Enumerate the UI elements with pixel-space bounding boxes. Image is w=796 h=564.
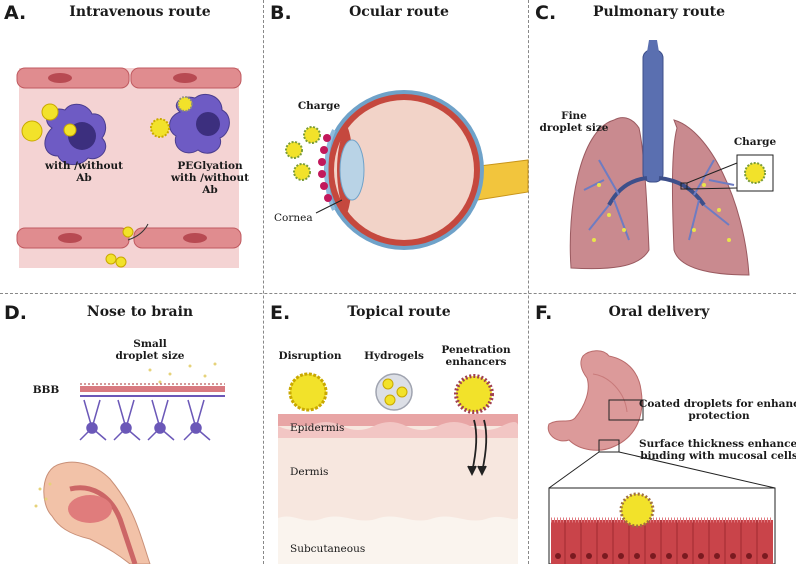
neuron-icon xyxy=(79,399,211,441)
label-small-droplet: Small droplet size xyxy=(115,338,185,362)
endothelial-cell-icon xyxy=(16,67,242,249)
panel-pulmonary: C. Pulmonary route Fine droplet size Cha… xyxy=(529,0,796,293)
label-dermis: Dermis xyxy=(290,466,329,478)
panel-intravenous: A. Intravenous route xyxy=(0,0,263,293)
panel-nose-to-brain: D. Nose to brain Small droplet size BBB xyxy=(0,294,263,564)
label-subcutaneous: Subcutaneous xyxy=(290,543,366,555)
label-cornea: Cornea xyxy=(274,212,313,224)
panel-topical: E. Topical route Disruption Hydrogels Pe… xyxy=(264,294,528,564)
droplet-icon xyxy=(619,492,655,528)
skin-layers-icon xyxy=(278,372,518,564)
panel-letter: A. xyxy=(4,2,27,24)
panel-title: Pulmonary route xyxy=(592,4,726,20)
panel-letter: B. xyxy=(270,2,292,24)
label-fine-droplet: Fine droplet size xyxy=(539,110,609,134)
panel-letter: F. xyxy=(535,302,553,324)
head-icon xyxy=(43,461,151,564)
panel-oral: F. Oral delivery xyxy=(529,294,796,564)
panel-letter: E. xyxy=(270,302,291,324)
droplet-icon xyxy=(21,96,193,268)
panel-letter: D. xyxy=(4,302,27,324)
panel-title: Nose to brain xyxy=(86,304,194,320)
eye-icon xyxy=(285,90,529,250)
label-charge: Charge xyxy=(297,100,341,112)
arrow-icon xyxy=(467,419,488,477)
droplet-icon xyxy=(148,362,217,384)
label-surface-thickness: Surface thickness enhances binding with … xyxy=(639,438,796,462)
nose-brain-illustration xyxy=(34,362,225,564)
vertical-divider-left xyxy=(263,0,264,564)
label-hydrogels: Hydrogels xyxy=(364,350,424,362)
lung-icon xyxy=(569,40,774,276)
droplet-icon xyxy=(285,126,321,181)
label-disruption: Disruption xyxy=(278,350,342,362)
blood-vessel-illustration xyxy=(16,67,242,268)
panel-title: Oral delivery xyxy=(608,304,710,320)
label-charge: Charge xyxy=(733,136,777,148)
label-coated-droplets: Coated droplets for enhanced protection xyxy=(639,398,796,422)
horizontal-divider xyxy=(0,293,796,294)
mucosal-cells-icon xyxy=(551,517,773,564)
panel-title: Intravenous route xyxy=(69,4,211,20)
droplet-icon xyxy=(744,162,766,184)
panel-letter: C. xyxy=(535,2,557,24)
panel-title: Ocular route xyxy=(349,4,449,20)
stomach-icon xyxy=(547,350,776,564)
charge-icons xyxy=(318,134,332,202)
label-with-without-ab: with /without Ab xyxy=(44,160,123,184)
vertical-divider-right xyxy=(528,0,529,564)
panel-ocular: B. Ocular route Charge Cornea xyxy=(264,0,529,293)
label-bbb: BBB xyxy=(32,384,60,396)
label-epidermis: Epidermis xyxy=(290,422,345,434)
droplet-icon xyxy=(288,372,494,414)
label-penetration-enhancers: Penetration enhancers xyxy=(441,344,511,368)
arrow-icon xyxy=(127,223,149,241)
panel-title: Topical route xyxy=(347,304,451,320)
label-pegylation: PEGlyation with /without Ab xyxy=(170,160,249,196)
